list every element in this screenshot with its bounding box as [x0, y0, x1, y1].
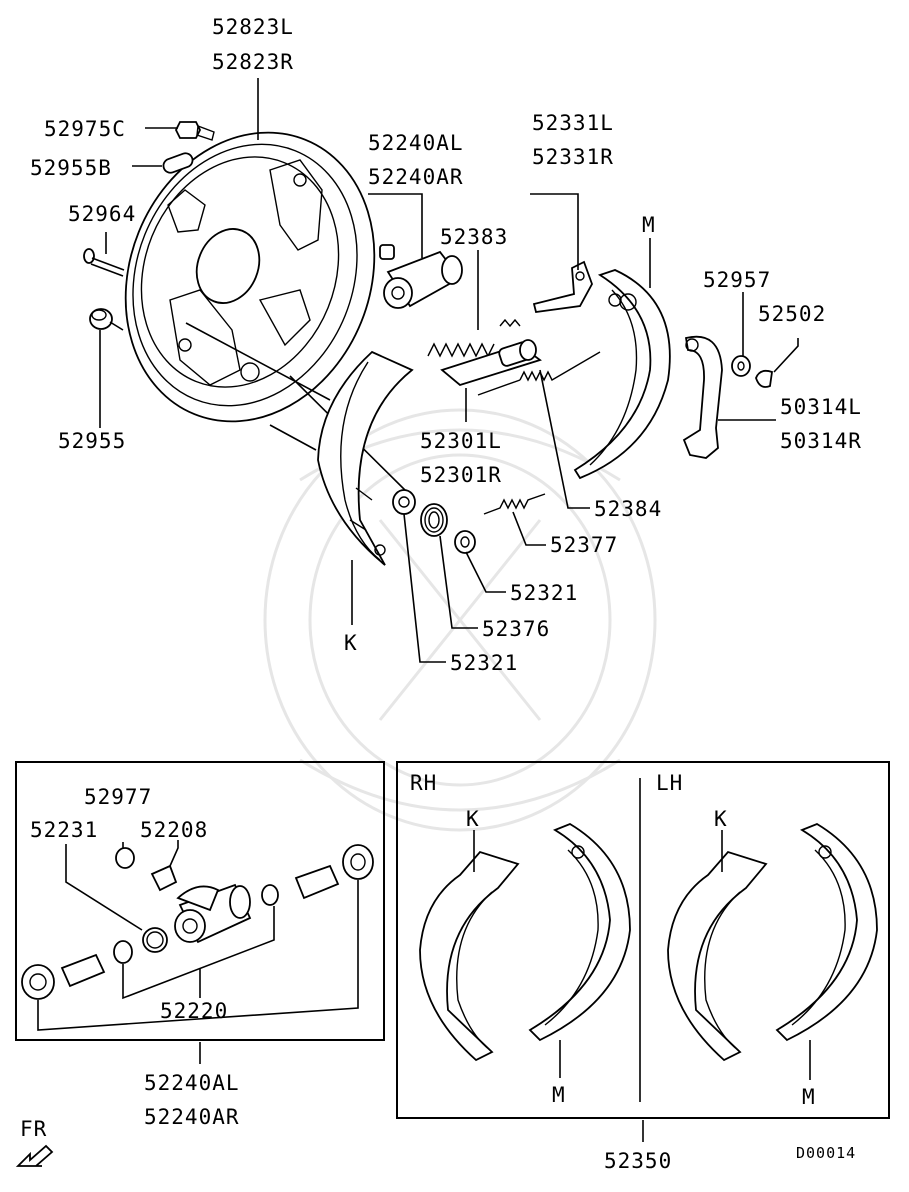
label-washer: 52957	[703, 268, 771, 292]
bolt-part[interactable]	[174, 121, 215, 141]
label-hold-spring: 52376	[482, 617, 550, 641]
adjuster-spring[interactable]	[477, 351, 601, 396]
front-direction-indicator: FR	[15, 1117, 54, 1167]
leader-lines	[99, 78, 799, 663]
shoe-set-detail-box: RH LH K M K M 52350	[396, 761, 890, 1173]
adjuster-part[interactable]	[440, 339, 542, 387]
washer-part[interactable]	[731, 355, 751, 377]
cup-left-part[interactable]	[392, 489, 416, 515]
label-bleeder: 52208	[140, 818, 208, 842]
label-strut-l: 50314L	[780, 395, 862, 419]
label-adjuster-l: 52301L	[420, 429, 502, 453]
label-strut-r: 50314R	[780, 429, 862, 453]
label-shoe-set: 52350	[604, 1149, 672, 1173]
label-shoe-m: M	[642, 213, 656, 237]
plug-part[interactable]	[162, 151, 195, 174]
label-bolt: 52975C	[44, 117, 126, 141]
cup-right-part[interactable]	[454, 530, 476, 554]
label-cup-right: 52321	[510, 581, 578, 605]
label-rh-k: K	[466, 807, 480, 831]
left-piston-part[interactable]	[21, 940, 133, 1000]
label-boot: 52231	[30, 818, 98, 842]
label-spring-upper: 52383	[440, 225, 508, 249]
label-bleeder-cap: 52977	[84, 785, 152, 809]
label-lh-k: K	[714, 807, 728, 831]
label-cap: 52955	[58, 429, 126, 453]
cap-part[interactable]	[89, 308, 113, 330]
label-cup-left: 52321	[450, 651, 518, 675]
label-assy-r: 52240AR	[144, 1105, 240, 1129]
wheel-cylinder-detail-box: 52977 52231 52208 52220 52240AL 52240AR	[15, 761, 385, 1129]
label-backing-plate-r: 52823R	[212, 50, 294, 74]
lower-spring-part[interactable]	[483, 493, 546, 515]
label-assy-l: 52240AL	[144, 1071, 240, 1095]
label-plug: 52955B	[30, 156, 112, 180]
label-lever-r: 52331R	[532, 145, 614, 169]
label-shoe-k: K	[344, 631, 358, 655]
parking-lever[interactable]	[532, 260, 593, 314]
lh-shoe-m[interactable]	[775, 822, 878, 1042]
label-adjuster-r: 52301R	[420, 463, 502, 487]
clip-part[interactable]	[755, 369, 773, 388]
label-wheel-cyl-l: 52240AL	[368, 131, 464, 155]
hold-spring-part[interactable]	[420, 503, 448, 537]
label-spring-adj: 52384	[594, 497, 662, 521]
label-pin: 52964	[68, 202, 136, 226]
backing-plate[interactable]	[83, 95, 416, 459]
label-spring-lower: 52377	[550, 533, 618, 557]
top-labels: 52823L 52823R 52975C 52955B 52964 52955 …	[30, 15, 862, 675]
boot-part[interactable]	[142, 927, 168, 953]
label-kit: 52220	[160, 999, 228, 1023]
drawing-code: D00014	[796, 1144, 856, 1162]
label-rh: RH	[410, 771, 437, 795]
brake-shoe-k[interactable]	[317, 350, 414, 566]
upper-spring[interactable]	[427, 318, 521, 358]
rh-shoe-m[interactable]	[528, 822, 631, 1042]
cylinder-body-part[interactable]	[174, 883, 252, 944]
wheel-cylinder[interactable]	[379, 244, 463, 309]
rh-shoe-k[interactable]	[419, 850, 520, 1062]
label-direction: FR	[20, 1117, 47, 1141]
watermark-emblem	[263, 408, 657, 832]
direction-arrow-icon	[15, 1144, 54, 1167]
lh-shoe-k[interactable]	[667, 850, 768, 1062]
brake-shoe-m[interactable]	[573, 269, 671, 480]
label-lh: LH	[656, 771, 683, 795]
label-lever-l: 52331L	[532, 111, 614, 135]
label-rh-m: M	[552, 1083, 566, 1107]
label-clip: 52502	[758, 302, 826, 326]
label-backing-plate-l: 52823L	[212, 15, 294, 39]
bleeder-part[interactable]	[150, 864, 178, 892]
bleeder-cap-part[interactable]	[115, 847, 135, 869]
strut-part[interactable]	[682, 335, 723, 459]
right-piston-part[interactable]	[261, 844, 374, 906]
label-wheel-cyl-r: 52240AR	[368, 165, 464, 189]
label-lh-m: M	[802, 1085, 816, 1109]
pin-part[interactable]	[83, 248, 125, 277]
